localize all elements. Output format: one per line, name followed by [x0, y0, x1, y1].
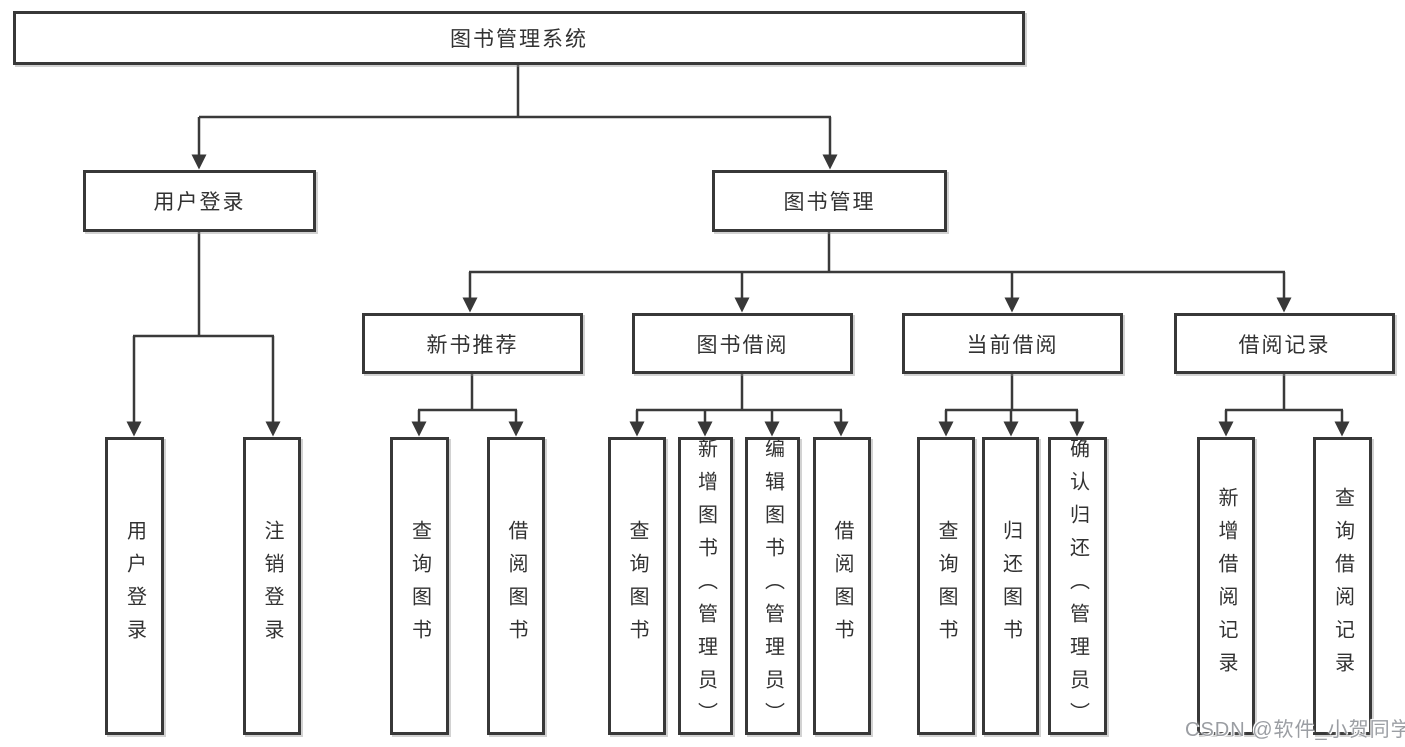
node-label: 新增图书（管理员） — [694, 437, 717, 735]
node-label: 借阅图书 — [505, 520, 527, 652]
leaf-current-return-books: 归还图书 — [982, 437, 1039, 735]
leaf-records-query-borrow-record: 查询借阅记录 — [1313, 437, 1372, 735]
node-label: 新书推荐 — [426, 333, 519, 357]
leaf-user-logout: 注销登录 — [243, 437, 301, 735]
leaf-borrow-edit-books-admin: 编辑图书（管理员） — [745, 437, 800, 735]
leaf-user-login: 用户登录 — [105, 437, 164, 735]
node-label: 当前借阅 — [966, 333, 1059, 357]
leaf-borrow-add-books-admin: 新增图书（管理员） — [678, 437, 733, 735]
node-label: 图书借阅 — [696, 333, 789, 357]
node-label: 图书管理系统 — [450, 28, 588, 51]
node-label: 查询图书 — [935, 520, 957, 652]
node-label: 归还图书 — [999, 520, 1022, 652]
node-label: 借阅记录 — [1238, 333, 1331, 357]
node-borrowing-records: 借阅记录 — [1174, 313, 1395, 374]
node-library-management-system: 图书管理系统 — [13, 11, 1025, 65]
node-label: 用户登录 — [153, 191, 246, 214]
node-book-management: 图书管理 — [712, 170, 947, 232]
leaf-current-confirm-return-admin: 确认归还（管理员） — [1048, 437, 1107, 735]
node-label: 编辑图书（管理员） — [761, 437, 784, 735]
node-current-borrowing: 当前借阅 — [902, 313, 1123, 374]
leaf-borrow-query-books: 查询图书 — [608, 437, 666, 735]
node-label: 图书管理 — [783, 191, 876, 214]
node-new-book-recommendation: 新书推荐 — [362, 313, 583, 374]
node-label: 用户登录 — [123, 520, 146, 652]
node-label: 新增借阅记录 — [1215, 487, 1237, 685]
leaf-records-add-borrow-record: 新增借阅记录 — [1197, 437, 1255, 735]
node-user-login: 用户登录 — [83, 170, 316, 232]
leaf-recommend-query-books: 查询图书 — [390, 437, 449, 735]
node-label: 查询图书 — [408, 520, 431, 652]
node-label: 注销登录 — [261, 520, 283, 652]
node-label: 借阅图书 — [831, 520, 853, 652]
csdn-watermark: CSDN @软件_小贺同学 — [1185, 719, 1405, 741]
leaf-current-query-books: 查询图书 — [917, 437, 975, 735]
leaf-recommend-borrow-books: 借阅图书 — [487, 437, 545, 735]
node-label: 查询借阅记录 — [1331, 487, 1354, 685]
node-book-borrowing: 图书借阅 — [632, 313, 853, 374]
node-label: 确认归还（管理员） — [1066, 437, 1089, 735]
leaf-borrow-borrow-books: 借阅图书 — [813, 437, 871, 735]
node-label: 查询图书 — [626, 520, 648, 652]
